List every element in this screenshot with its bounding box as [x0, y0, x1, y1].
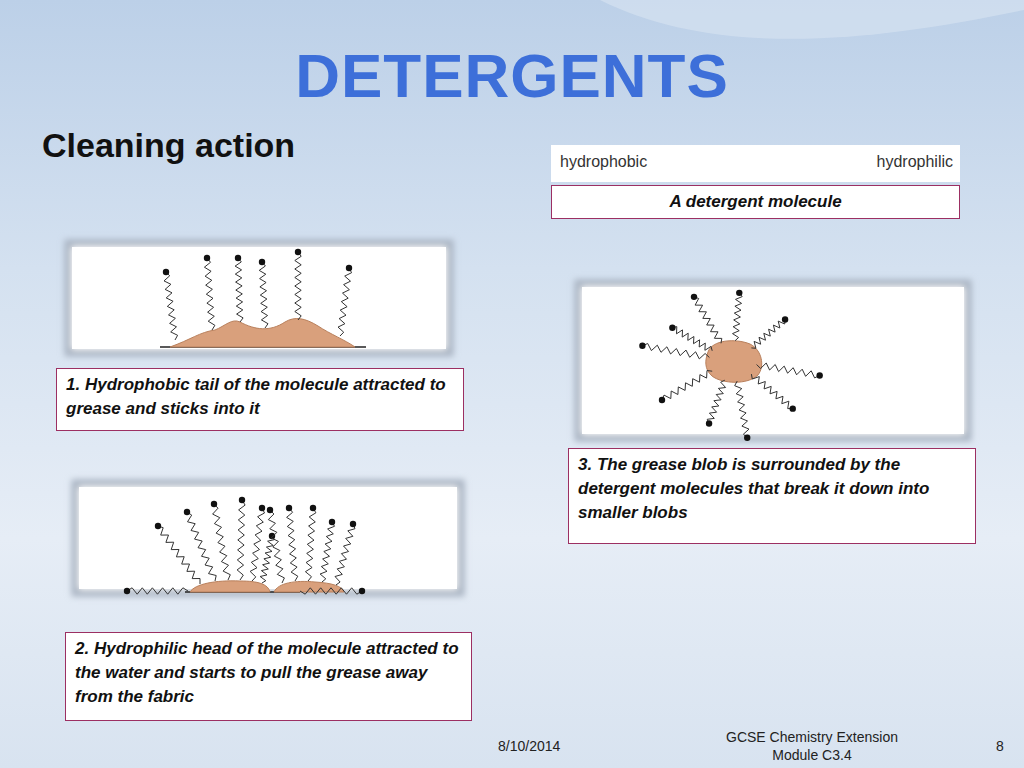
footer-date: 8/10/2014: [498, 738, 560, 754]
detergent-head: [295, 249, 301, 255]
detergent-head: [286, 505, 292, 511]
detergent-tail: [127, 588, 188, 594]
caption-text: A detergent molecule: [561, 190, 950, 214]
detergent-head: [669, 325, 675, 331]
background-swirl: [600, 0, 1024, 39]
detergent-head: [359, 588, 365, 594]
detergent-head: [204, 255, 210, 261]
detergent-head: [259, 259, 265, 265]
detergent-head: [706, 420, 712, 426]
hydrophilic-label: hydrophilic: [877, 153, 953, 171]
detergent-tail: [259, 262, 268, 328]
detergent-tail: [300, 588, 362, 594]
detergent-tail: [672, 327, 712, 351]
grease: [170, 319, 355, 347]
detergent-tail: [642, 344, 709, 359]
molecule-box: hydrophobic hydrophilic: [551, 145, 960, 182]
detergent-head: [782, 316, 788, 322]
detergent-head: [184, 509, 190, 515]
caption-text: 2. Hydrophilic head of the molecule attr…: [75, 637, 462, 709]
caption-box: 3. The grease blob is surrounded by the …: [568, 448, 976, 544]
detergent-tail: [757, 363, 820, 378]
detergent-head: [163, 269, 169, 275]
detergent-head: [124, 588, 130, 594]
detergent-tail: [235, 258, 243, 322]
detergent-head: [211, 501, 217, 507]
panel: [68, 243, 450, 353]
detergent-tail: [158, 526, 200, 584]
detergent-tail: [287, 508, 298, 581]
detergent-tail: [751, 320, 785, 349]
caption-box: A detergent molecule: [551, 185, 960, 219]
panel: [578, 283, 968, 438]
grease-blob: [706, 341, 762, 383]
detergent-tail: [735, 381, 749, 438]
hydrophobic-label: hydrophobic: [560, 153, 647, 171]
slide-title: DETERGENTS: [0, 40, 1024, 111]
detergent-tail: [187, 512, 216, 581]
caption-box: 1. Hydrophobic tail of the molecule attr…: [56, 368, 464, 431]
caption-text: 1. Hydrophobic tail of the molecule attr…: [66, 373, 454, 421]
detergent-head: [350, 521, 356, 527]
detergent-tail: [751, 374, 792, 409]
detergent-tail: [237, 500, 245, 580]
grease: [190, 581, 270, 592]
detergent-tail: [204, 258, 215, 330]
footer-module: GCSE Chemistry Extension Module C3.4: [712, 729, 912, 764]
detergent-tail: [164, 272, 178, 340]
detergent-head: [691, 294, 697, 300]
detergent-head: [239, 497, 245, 503]
detergent-head: [329, 519, 335, 525]
detergent-head: [639, 343, 645, 349]
detergent-tail: [707, 380, 725, 423]
detergent-head: [816, 372, 822, 378]
detergent-head: [790, 405, 796, 411]
detergent-head: [736, 290, 742, 296]
detergent-tail: [305, 508, 316, 581]
detergent-tail: [733, 293, 743, 341]
detergent-tail: [320, 522, 334, 582]
detergent-tail: [295, 252, 301, 320]
caption-box: 2. Hydrophilic head of the molecule attr…: [65, 632, 472, 721]
detergent-tail: [260, 536, 274, 583]
detergent-head: [744, 435, 750, 441]
detergent-head: [346, 265, 352, 271]
detergent-head: [259, 505, 265, 511]
detergent-head: [310, 505, 316, 511]
detergent-head: [155, 523, 161, 529]
detergent-head: [267, 507, 273, 513]
detergent-tail: [213, 504, 231, 580]
section-heading: Cleaning action: [42, 126, 295, 165]
page-number: 8: [996, 738, 1004, 754]
detergent-tail: [335, 524, 355, 585]
detergent-tail: [338, 268, 352, 336]
detergent-tail: [268, 510, 284, 583]
detergent-tail: [694, 297, 722, 344]
detergent-head: [235, 255, 241, 261]
detergent-tail: [662, 371, 712, 400]
detergent-head: [659, 397, 665, 403]
caption-text: 3. The grease blob is surrounded by the …: [578, 453, 966, 525]
panel: [75, 483, 461, 593]
